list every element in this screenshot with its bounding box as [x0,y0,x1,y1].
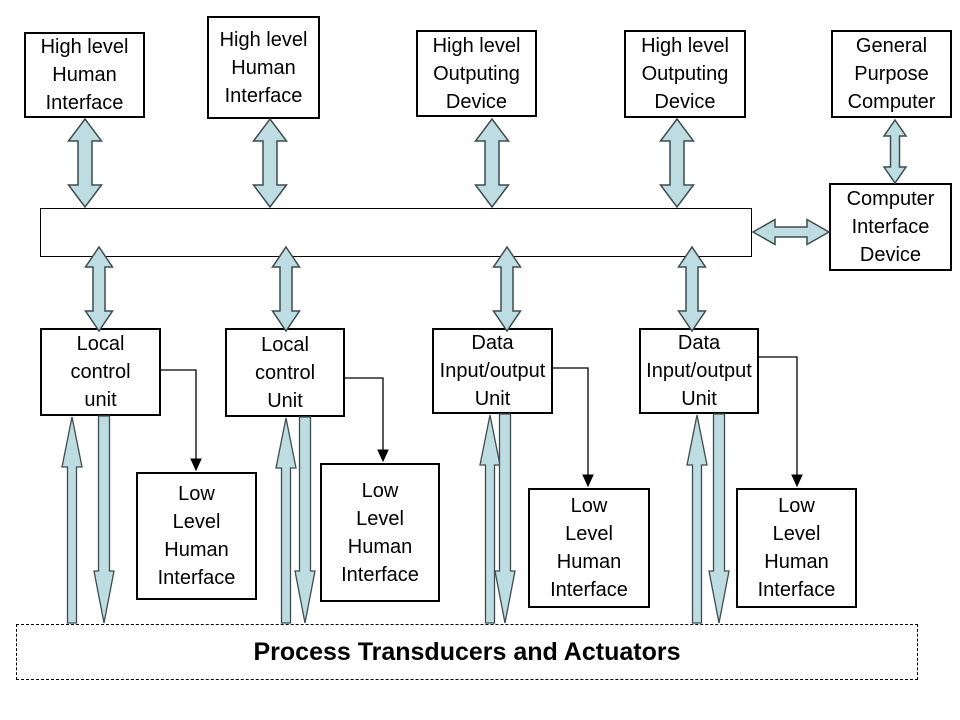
down-arrow-lcu1-process [93,415,115,624]
elbow-arrow-diou2-llhi4-head [791,474,803,488]
elbow-arrow-diou1-llhi3-head [582,474,594,488]
elbow-arrow-lcu1-llhi1-head [190,458,202,472]
box-label: Local control unit [70,333,131,411]
box-label: Local control Unit [254,333,316,412]
box-high-level-outputing-device-2: High level Outputing Device [624,30,746,118]
process-bar-label: Process Transducers and Actuators [253,638,681,666]
elbow-arrow-diou2-llhi4 [759,356,798,476]
double-arrow-bus-diou2 [677,245,707,333]
box-computer-interface-device: Computer Interface Device [829,183,952,271]
elbow-arrow-diou1-llhi3 [553,367,589,476]
double-arrow-hlod1-bus [474,117,510,209]
box-label: Low Level Human Interface [157,483,236,589]
elbow-arrow-lcu2-llhi2 [345,377,384,451]
box-label: Low Level Human Interface [757,495,836,601]
box-local-control-unit-2: Local control Unit [225,328,345,417]
system-bus-bar [40,208,752,257]
box-low-level-human-interface-3: Low Level Human Interface [528,488,650,608]
box-process-transducers-actuators: Process Transducers and Actuators [16,624,918,680]
box-data-input-output-unit-2: Data Input/output Unit [639,328,759,414]
box-label: Data Input/output Unit [439,332,546,410]
box-label: Low Level Human Interface [341,479,419,586]
box-high-level-outputing-device-1: High level Outputing Device [416,30,537,117]
up-arrow-process-diou2 [686,414,708,624]
down-arrow-diou2-process [708,413,730,624]
box-label: Computer Interface Device [846,188,935,266]
box-high-level-human-interface-2: High level Human Interface [207,16,320,119]
double-arrow-hlhi1-bus [67,117,103,209]
double-arrow-gpc-cid [882,118,908,185]
box-label: High level Outputing Device [641,35,729,113]
elbow-arrow-lcu1-llhi1 [161,369,197,460]
double-arrow-bus-lcu1 [84,245,114,333]
box-data-input-output-unit-1: Data Input/output Unit [432,328,553,414]
box-low-level-human-interface-1: Low Level Human Interface [136,472,257,600]
box-low-level-human-interface-4: Low Level Human Interface [736,488,857,608]
double-arrow-hlod2-bus [659,117,695,209]
up-arrow-process-diou1 [479,414,501,624]
box-label: Data Input/output Unit [646,332,752,410]
up-arrow-process-lcu2 [275,417,297,624]
box-label: High level Outputing Device [432,34,521,113]
box-low-level-human-interface-2: Low Level Human Interface [320,463,440,602]
double-arrow-hlhi2-bus [252,117,288,209]
box-label: High level Human Interface [40,36,129,114]
elbow-arrow-lcu2-llhi2-head [377,449,389,463]
box-local-control-unit-1: Local control unit [40,328,161,416]
box-label: High level Human Interface [219,28,308,107]
box-high-level-human-interface-1: High level Human Interface [24,32,145,118]
up-arrow-process-lcu1 [61,416,83,624]
double-arrow-bus-diou1 [492,245,522,333]
box-label: Low Level Human Interface [550,495,628,601]
double-arrow-bus-lcu2 [271,245,301,333]
box-label: General Purpose Computer [847,35,936,113]
box-general-purpose-computer: General Purpose Computer [831,30,952,118]
down-arrow-lcu2-process [294,416,316,624]
double-arrow-bus-cid [751,218,831,246]
down-arrow-diou1-process [494,413,516,624]
